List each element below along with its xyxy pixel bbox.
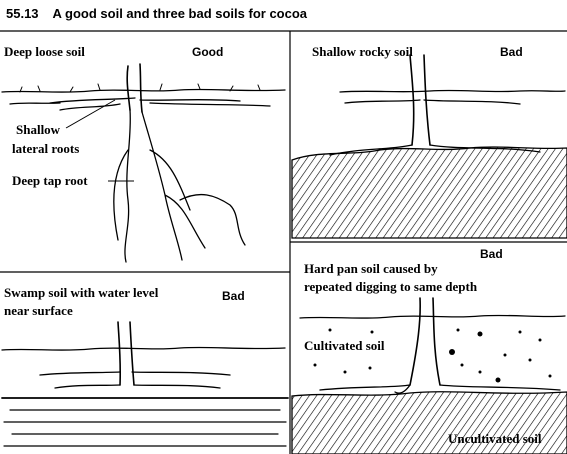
- cultivated-soil-dots: [314, 329, 552, 383]
- swamp-shallow-roots: [40, 372, 230, 388]
- deep-side-root-cluster: [180, 195, 245, 245]
- soil-dot: [314, 364, 317, 367]
- swamp-soil-drawing: [2, 322, 288, 446]
- figure-number: 55.13: [6, 6, 39, 21]
- swamp-water: [2, 398, 288, 446]
- swamp-trunk: [118, 322, 134, 385]
- rocky-soil-title: Shallow rocky soil: [312, 44, 413, 60]
- soil-dot: [496, 378, 501, 383]
- soil-dot: [461, 364, 464, 367]
- hardpan-trunk: [410, 298, 440, 385]
- rocky-soil-rating: Bad: [500, 45, 523, 59]
- hardpan-soil-rating: Bad: [480, 247, 503, 261]
- deep-lateral-roots: [10, 98, 270, 110]
- deep-soil-drawing: [2, 64, 285, 262]
- soil-dot: [529, 359, 532, 362]
- rocky-ground-line: [340, 90, 565, 92]
- soil-dot: [449, 349, 455, 355]
- swamp-soil-title-line1: Swamp soil with water level: [4, 285, 158, 301]
- lateral-roots-label-line1: Shallow: [16, 122, 60, 138]
- deep-soil-rating: Good: [192, 45, 223, 59]
- rocky-rock-surface: [292, 147, 567, 238]
- soil-dot: [329, 329, 332, 332]
- panel-dividers: [0, 31, 567, 454]
- deep-soil-title: Deep loose soil: [4, 44, 85, 60]
- hardpan-ground-line: [300, 315, 565, 318]
- swamp-soil-title-line2: near surface: [4, 303, 73, 319]
- figure-heading: 55.13 A good soil and three bad soils fo…: [6, 6, 307, 22]
- soil-dot: [504, 354, 507, 357]
- deep-trunk: [127, 64, 142, 112]
- soil-dot: [457, 329, 460, 332]
- tap-root-label: Deep tap root: [12, 173, 88, 189]
- soil-dot: [549, 375, 552, 378]
- deep-ground-line: [2, 89, 285, 92]
- lateral-root-leader: [66, 100, 115, 128]
- soil-dot: [478, 332, 483, 337]
- swamp-soil-rating: Bad: [222, 289, 245, 303]
- soil-dot: [479, 371, 482, 374]
- soil-dot: [539, 339, 542, 342]
- hardpan-soil-title-line2: repeated digging to same depth: [304, 279, 477, 295]
- deep-tap-root: [114, 110, 205, 262]
- figure-title: A good soil and three bad soils for coco…: [53, 6, 308, 21]
- swamp-ground-line: [2, 347, 285, 350]
- soil-dot: [344, 371, 347, 374]
- uncultivated-soil-label: Uncultivated soil: [448, 431, 542, 447]
- lateral-roots-label-line2: lateral roots: [12, 141, 79, 157]
- soil-dot: [519, 331, 522, 334]
- soil-dot: [369, 367, 372, 370]
- cultivated-soil-label: Cultivated soil: [304, 338, 385, 354]
- soil-dot: [371, 331, 374, 334]
- rocky-soil-drawing: [292, 55, 567, 238]
- hardpan-soil-title-line1: Hard pan soil caused by: [304, 261, 438, 277]
